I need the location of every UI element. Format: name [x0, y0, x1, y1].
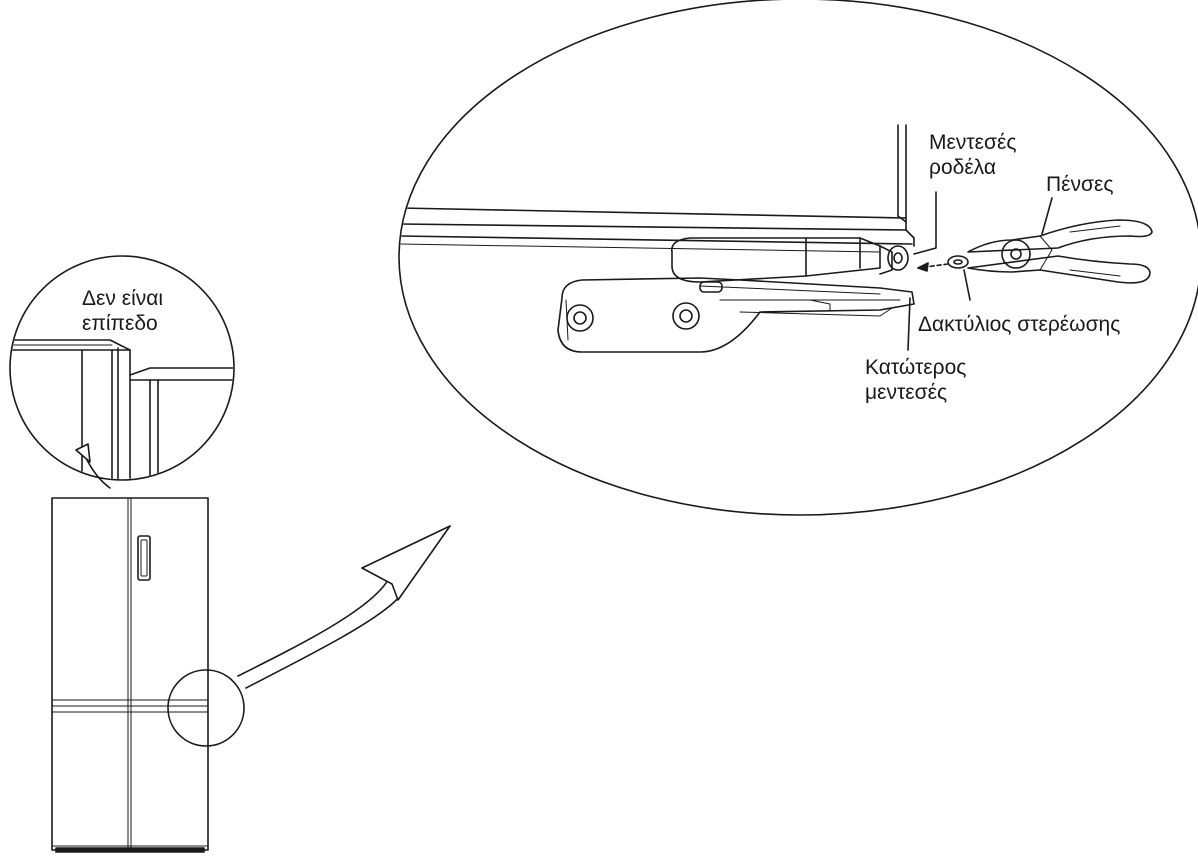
- pliers: [967, 219, 1153, 284]
- lower-hinge-label: Κατώτερος μεντεσές: [865, 356, 967, 404]
- not-level-detail: [9, 255, 235, 489]
- hinge-hole-right: [672, 302, 700, 330]
- retaining-ring: [947, 255, 969, 269]
- door-bottom-edge: [400, 124, 915, 253]
- retaining-ring-label: Δακτύλιος στερέωσης: [918, 313, 1121, 336]
- fridge-dispenser: [137, 535, 151, 581]
- hinge-detail: [398, 0, 1198, 516]
- lower-hinge-leader: [907, 297, 911, 351]
- fridge-body: [51, 497, 209, 851]
- pliers-leader: [1041, 197, 1053, 235]
- hinge-washer-leader: [913, 191, 937, 255]
- hinge-detail-ellipse: [398, 0, 1198, 516]
- lower-hinge-plate: [557, 277, 915, 353]
- not-level-arrow: [85, 457, 111, 489]
- refrigerator: [51, 497, 245, 853]
- pliers-label: Πένσες: [1046, 173, 1114, 196]
- hinge-magnifier-circle: [167, 669, 245, 747]
- not-level-label: Δεν είναι επίπεδο: [82, 287, 164, 335]
- zoom-arrow: [237, 525, 451, 689]
- misaligned-doors: [11, 339, 233, 479]
- hinge-hole-left: [566, 304, 594, 332]
- hinge-block: [671, 237, 893, 283]
- hinge-washer: [887, 245, 909, 271]
- retaining-ring-leader: [963, 269, 971, 301]
- hinge-washer-label: Μεντεσές ροδέλα: [929, 131, 1017, 179]
- not-level-circle: [9, 255, 235, 481]
